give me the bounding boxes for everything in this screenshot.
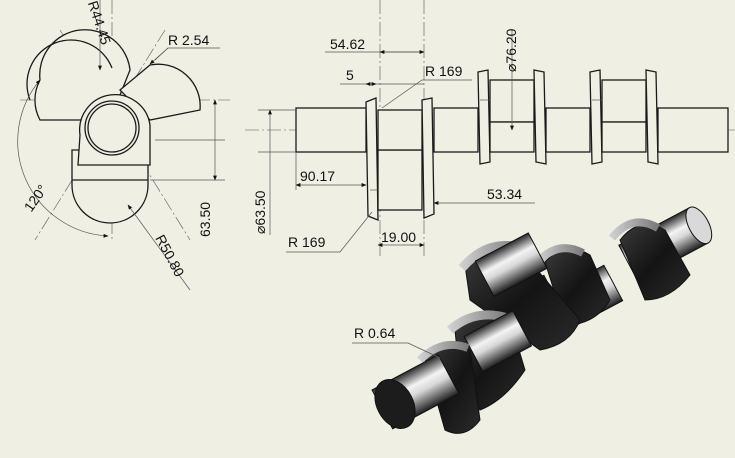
dim-front-small: 5: [346, 67, 354, 83]
front-web-1: [365, 97, 379, 221]
dim-side-fillet: R 2.54: [168, 32, 209, 48]
dim-side-radius-web: R50.80: [152, 232, 187, 280]
dim-front-pitch: 53.34: [487, 186, 522, 202]
dim-side-offset: 63.50: [197, 202, 213, 237]
iso-pin-front: [474, 232, 548, 298]
iso-journal-left-end: [374, 379, 416, 429]
front-web-5: [589, 69, 603, 165]
dim-front-radius-bottom: R 169: [288, 234, 326, 250]
front-pin-3: [601, 79, 647, 123]
front-pin-1: [377, 149, 423, 211]
dim-front-diameter-left: ⌀63.50: [252, 190, 268, 234]
front-journal-left: [295, 107, 367, 153]
dim-front-length: 90.17: [300, 168, 335, 184]
dim-iso-fillet: R 0.64: [354, 325, 395, 341]
front-web-6: [645, 69, 659, 165]
front-web-3: [477, 69, 491, 165]
dim-front-pin-width: 19.00: [381, 229, 416, 245]
side-view: 120° R44.45 R 2.54 R50.80 63.50: [17, 0, 230, 291]
dim-front-diameter-top: ⌀76.20: [503, 28, 519, 72]
front-web-4: [533, 69, 547, 165]
front-journal-2: [433, 107, 479, 153]
front-journal-right: [657, 107, 729, 153]
front-view: 54.62 5 R 169 ⌀76.20 ⌀63.50 90.17 53.34 …: [245, 0, 735, 258]
dim-front-radius-top: R 169: [425, 63, 463, 79]
iso-web-right: [608, 218, 691, 301]
dim-front-web-width: 54.62: [330, 36, 365, 52]
front-web-2: [421, 97, 435, 219]
front-journal-3: [545, 107, 591, 153]
isometric-view: R 0.64: [352, 206, 713, 434]
dim-side-angle: 120°: [21, 182, 51, 215]
iso-pin-left: [463, 309, 533, 373]
